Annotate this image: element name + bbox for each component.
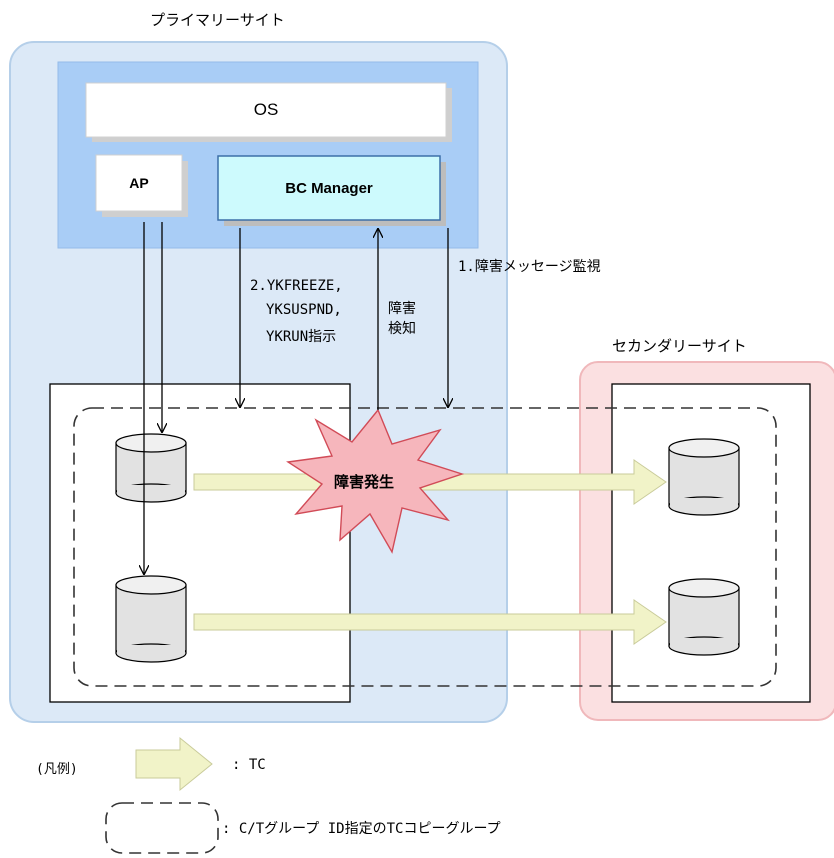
volume-secondary-2 [668, 578, 740, 656]
detect-annotation-line2: 検知 [388, 321, 416, 337]
legend-tc-arrow [135, 736, 213, 792]
legend-title: (凡例) [36, 762, 78, 777]
step2-annotation-line2: YKSUSPND, [266, 302, 342, 318]
failure-label: 障害発生 [334, 473, 395, 491]
step2-annotation-line1: 2.YKFREEZE, [250, 278, 343, 294]
detect-annotation-line1: 障害 [388, 301, 416, 317]
volume-primary-1 [115, 433, 187, 503]
secondary-site-label: セカンダリーサイト [612, 337, 747, 355]
tc-arrow-2 [193, 599, 667, 645]
os-label: OS [253, 100, 279, 119]
legend-copy-group [105, 802, 219, 854]
failure-burst [286, 408, 465, 554]
volume-primary-2 [115, 575, 187, 663]
step2-annotation-line3: YKRUN指示 [266, 329, 337, 345]
bc-manager-label: BC Manager [285, 179, 373, 197]
legend-tc-label: : TC [232, 757, 266, 773]
legend-group-label: : C/Tグループ ID指定のTCコピーグループ [222, 821, 501, 837]
primary-site-label: プライマリーサイト [150, 11, 285, 29]
primary-storage [49, 383, 351, 703]
step1-annotation: 1.障害メッセージ監視 [458, 259, 601, 275]
copy-group-boundary [73, 407, 777, 687]
ap-label: AP [129, 175, 149, 191]
volume-secondary-1 [668, 438, 740, 516]
ap-box [95, 154, 183, 212]
bc-manager-box [217, 155, 441, 221]
os-box [85, 82, 447, 138]
